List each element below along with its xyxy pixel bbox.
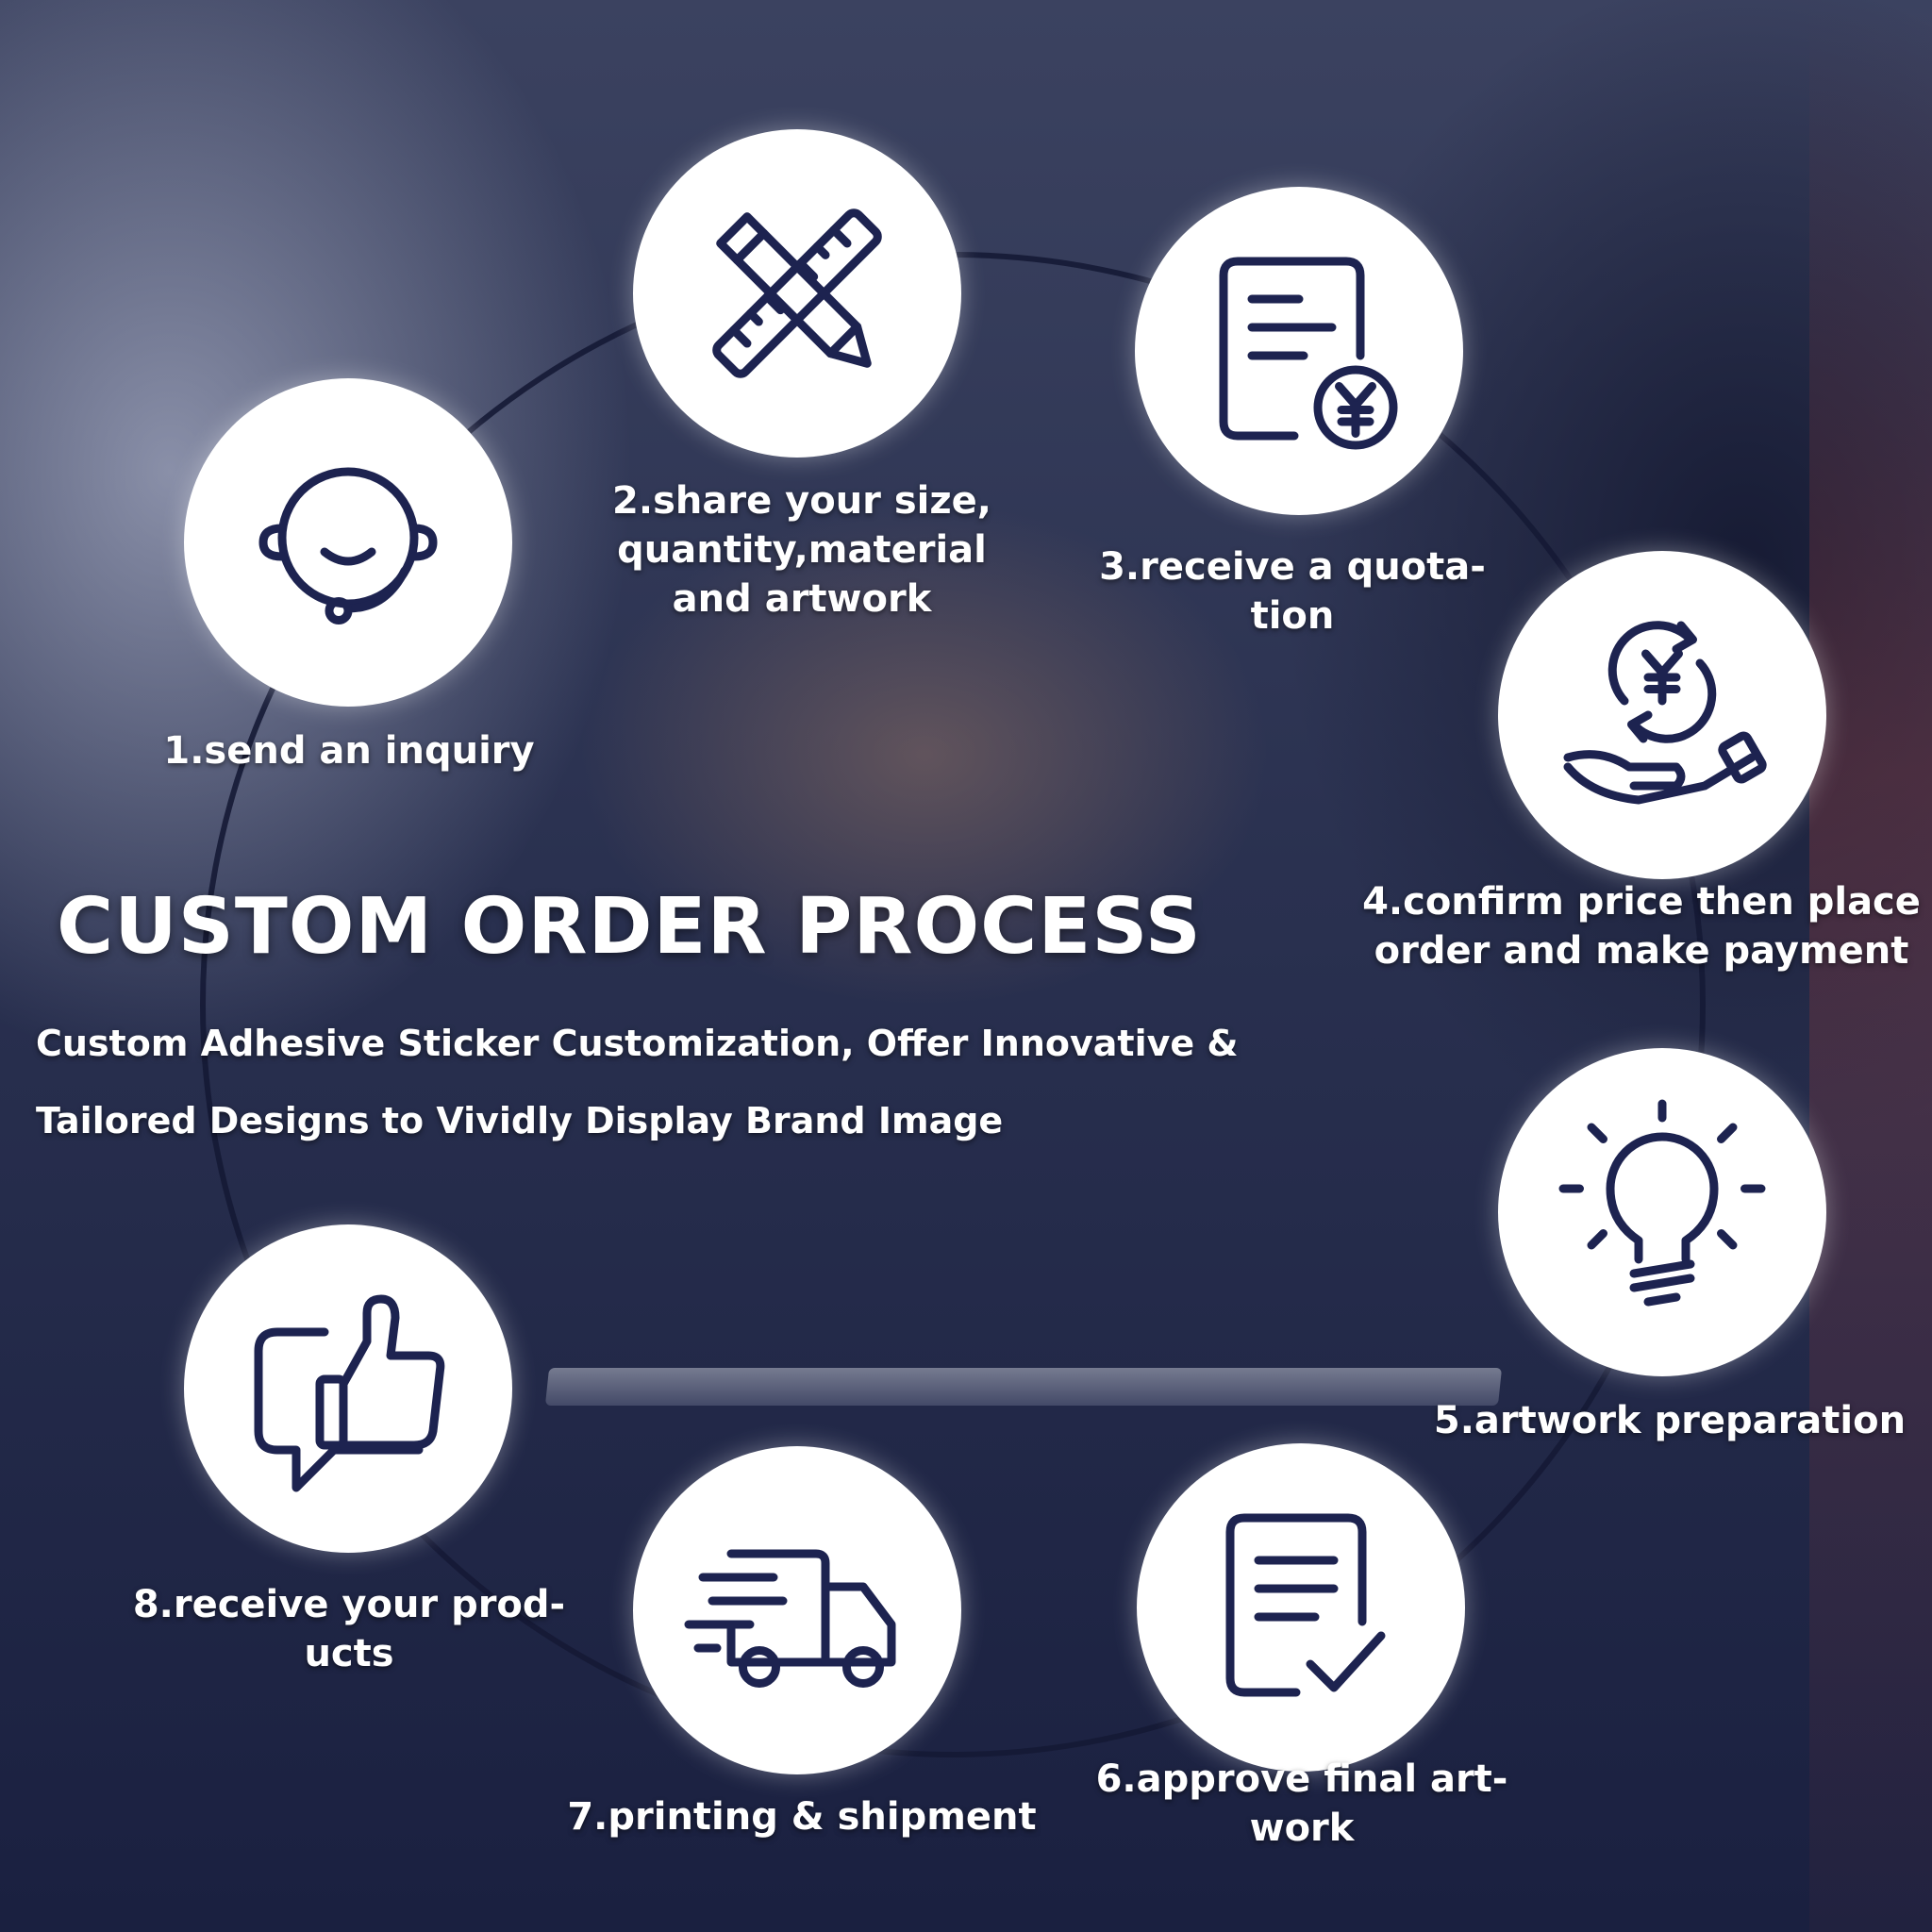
step-1-label: 1.send an inquiry (163, 729, 535, 773)
hand-yen-payment-icon (1563, 621, 1767, 805)
step-7-circle (633, 1446, 961, 1774)
background-red-accent (1809, 0, 1932, 1932)
thumbs-up-chat-icon (254, 1294, 445, 1492)
document-check-icon (1225, 1513, 1386, 1697)
headset-icon (258, 467, 438, 625)
step-5-label: 5.artwork preparation (1433, 1399, 1907, 1442)
step-8-circle (184, 1224, 512, 1553)
step-2-circle (633, 129, 961, 458)
step-4-label: 4.confirm price then place order and mak… (1362, 880, 1921, 973)
step-7-label: 7.printing & shipment (567, 1795, 1037, 1839)
page-title: CUSTOM ORDER PROCESS (57, 882, 1202, 972)
delivery-truck-icon (684, 1549, 896, 1688)
step-3-label: 3.receive a quota- tion (1099, 545, 1486, 638)
step-6-circle (1137, 1443, 1465, 1772)
step-1-circle (184, 378, 512, 707)
step-3-circle (1135, 187, 1463, 515)
lightbulb-icon (1558, 1099, 1766, 1307)
invoice-yen-icon (1219, 257, 1398, 450)
step-6-label: 6.approve final art- work (1095, 1757, 1508, 1850)
step-8-label: 8.receive your prod- ucts (132, 1583, 566, 1675)
step-2-label: 2.share your size, quantity,material and… (612, 479, 991, 621)
step-5-circle (1498, 1048, 1826, 1376)
pencil-ruler-icon (712, 208, 882, 378)
step-4-circle (1498, 551, 1826, 879)
page-subtitle: Custom Adhesive Sticker Customization, O… (36, 1023, 1239, 1141)
